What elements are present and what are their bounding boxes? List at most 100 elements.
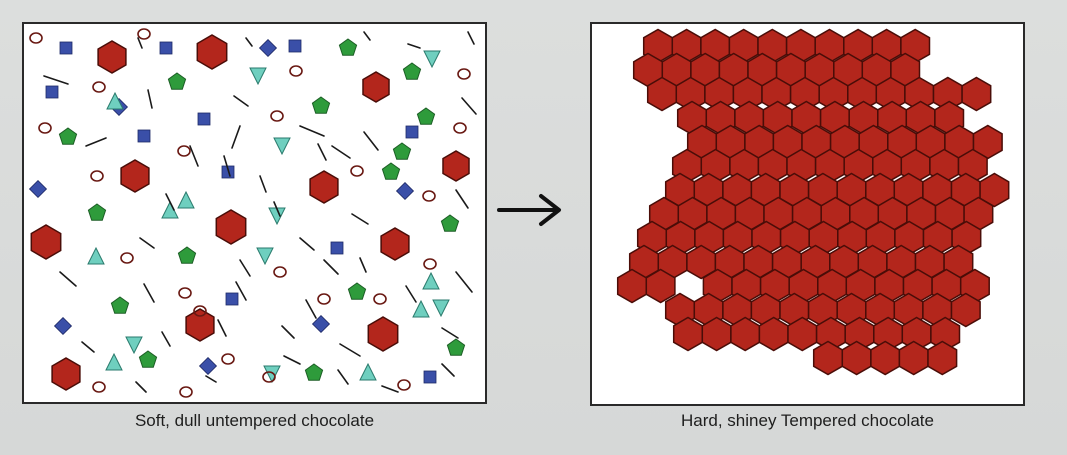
- line-crystal: [235, 281, 247, 301]
- hexagon-crystal: [870, 340, 901, 376]
- pentagon-crystal: [58, 127, 78, 145]
- hexagon-crystal: [758, 316, 789, 352]
- circle-crystal: [29, 32, 43, 44]
- pentagon-crystal: [347, 282, 367, 300]
- hexagon-crystal: [898, 340, 929, 376]
- tempered-panel: [590, 22, 1025, 406]
- line-crystal: [339, 343, 361, 357]
- hexagon-crystal: [645, 268, 676, 304]
- line-crystal: [161, 331, 171, 347]
- line-crystal: [305, 299, 317, 319]
- triangle-crystal: [161, 200, 179, 219]
- untempered-caption: Soft, dull untempered chocolate: [134, 411, 375, 430]
- line-crystal: [281, 325, 295, 339]
- line-crystal: [259, 175, 267, 193]
- line-crystal: [461, 97, 477, 115]
- line-crystal: [283, 355, 301, 365]
- pentagon-crystal: [110, 296, 130, 314]
- hexagon-crystal: [97, 40, 127, 74]
- triangle-crystal: [432, 299, 450, 318]
- pentagon-crystal: [446, 338, 466, 356]
- circle-crystal: [120, 252, 134, 264]
- triangle-crystal: [177, 190, 195, 209]
- line-crystal: [299, 237, 315, 251]
- line-crystal: [323, 259, 339, 275]
- circle-crystal: [262, 371, 276, 383]
- right-arrow-icon: [497, 194, 561, 226]
- triangle-crystal: [105, 352, 123, 371]
- circle-crystal: [92, 381, 106, 393]
- pentagon-crystal: [392, 142, 412, 160]
- circle-crystal: [289, 65, 303, 77]
- line-crystal: [455, 271, 473, 293]
- circle-crystal: [373, 293, 387, 305]
- square-crystal: [45, 85, 59, 99]
- pentagon-crystal: [416, 107, 436, 125]
- square-crystal: [159, 41, 173, 55]
- hexagon-crystal: [927, 340, 958, 376]
- line-crystal: [381, 385, 399, 393]
- line-crystal: [59, 271, 77, 287]
- line-crystal: [147, 89, 153, 109]
- circle-crystal: [178, 287, 192, 299]
- circle-crystal: [273, 266, 287, 278]
- line-crystal: [205, 375, 217, 383]
- square-crystal: [288, 39, 302, 53]
- line-crystal: [299, 125, 325, 137]
- circle-crystal: [193, 305, 207, 317]
- square-crystal: [137, 129, 151, 143]
- square-crystal: [405, 125, 419, 139]
- hexagon-crystal: [701, 316, 732, 352]
- line-crystal: [351, 213, 369, 225]
- line-crystal: [405, 285, 417, 303]
- triangle-crystal: [273, 137, 291, 156]
- triangle-crystal: [412, 299, 430, 318]
- triangle-crystal: [263, 365, 281, 384]
- hexagon-crystal: [51, 357, 81, 391]
- untempered-crystals-drawing: [28, 28, 477, 398]
- line-crystal: [441, 327, 459, 339]
- circle-crystal: [397, 379, 411, 391]
- hexagon-crystal: [30, 224, 62, 260]
- line-crystal: [233, 95, 249, 107]
- hexagon-crystal: [380, 227, 410, 261]
- triangle-crystal: [106, 91, 124, 110]
- line-crystal: [467, 31, 475, 45]
- circle-crystal: [177, 145, 191, 157]
- line-crystal: [317, 143, 327, 161]
- hexagon-crystal: [616, 268, 648, 304]
- hexagon-crystal: [787, 316, 818, 352]
- square-crystal: [197, 112, 211, 126]
- square-crystal: [311, 314, 331, 334]
- pentagon-crystal: [311, 96, 331, 114]
- square-crystal: [423, 370, 437, 384]
- line-crystal: [217, 319, 227, 337]
- untempered-panel: [22, 22, 487, 404]
- hexagon-crystal: [309, 170, 339, 204]
- triangle-crystal: [422, 271, 440, 290]
- hexagon-crystal: [841, 340, 872, 376]
- square-crystal: [225, 292, 239, 306]
- line-crystal: [165, 193, 175, 211]
- circle-crystal: [137, 28, 151, 40]
- hexagon-crystal: [812, 340, 844, 376]
- line-crystal: [85, 137, 107, 147]
- line-crystal: [143, 283, 155, 303]
- square-crystal: [258, 38, 278, 58]
- triangle-crystal: [125, 336, 143, 355]
- hexagon-crystal: [961, 76, 992, 112]
- hexagon-crystal: [362, 71, 390, 103]
- pentagon-crystal: [338, 38, 358, 56]
- triangle-crystal: [249, 67, 267, 86]
- square-crystal: [395, 181, 415, 201]
- hexagon-crystal: [950, 292, 981, 328]
- line-crystal: [81, 341, 95, 353]
- pentagon-crystal: [167, 72, 187, 90]
- pentagon-crystal: [177, 246, 197, 264]
- hexagon-crystal: [185, 308, 215, 342]
- square-crystal: [198, 356, 218, 376]
- circle-crystal: [317, 293, 331, 305]
- circle-crystal: [423, 258, 437, 270]
- circle-crystal: [457, 68, 471, 80]
- line-crystal: [363, 31, 371, 41]
